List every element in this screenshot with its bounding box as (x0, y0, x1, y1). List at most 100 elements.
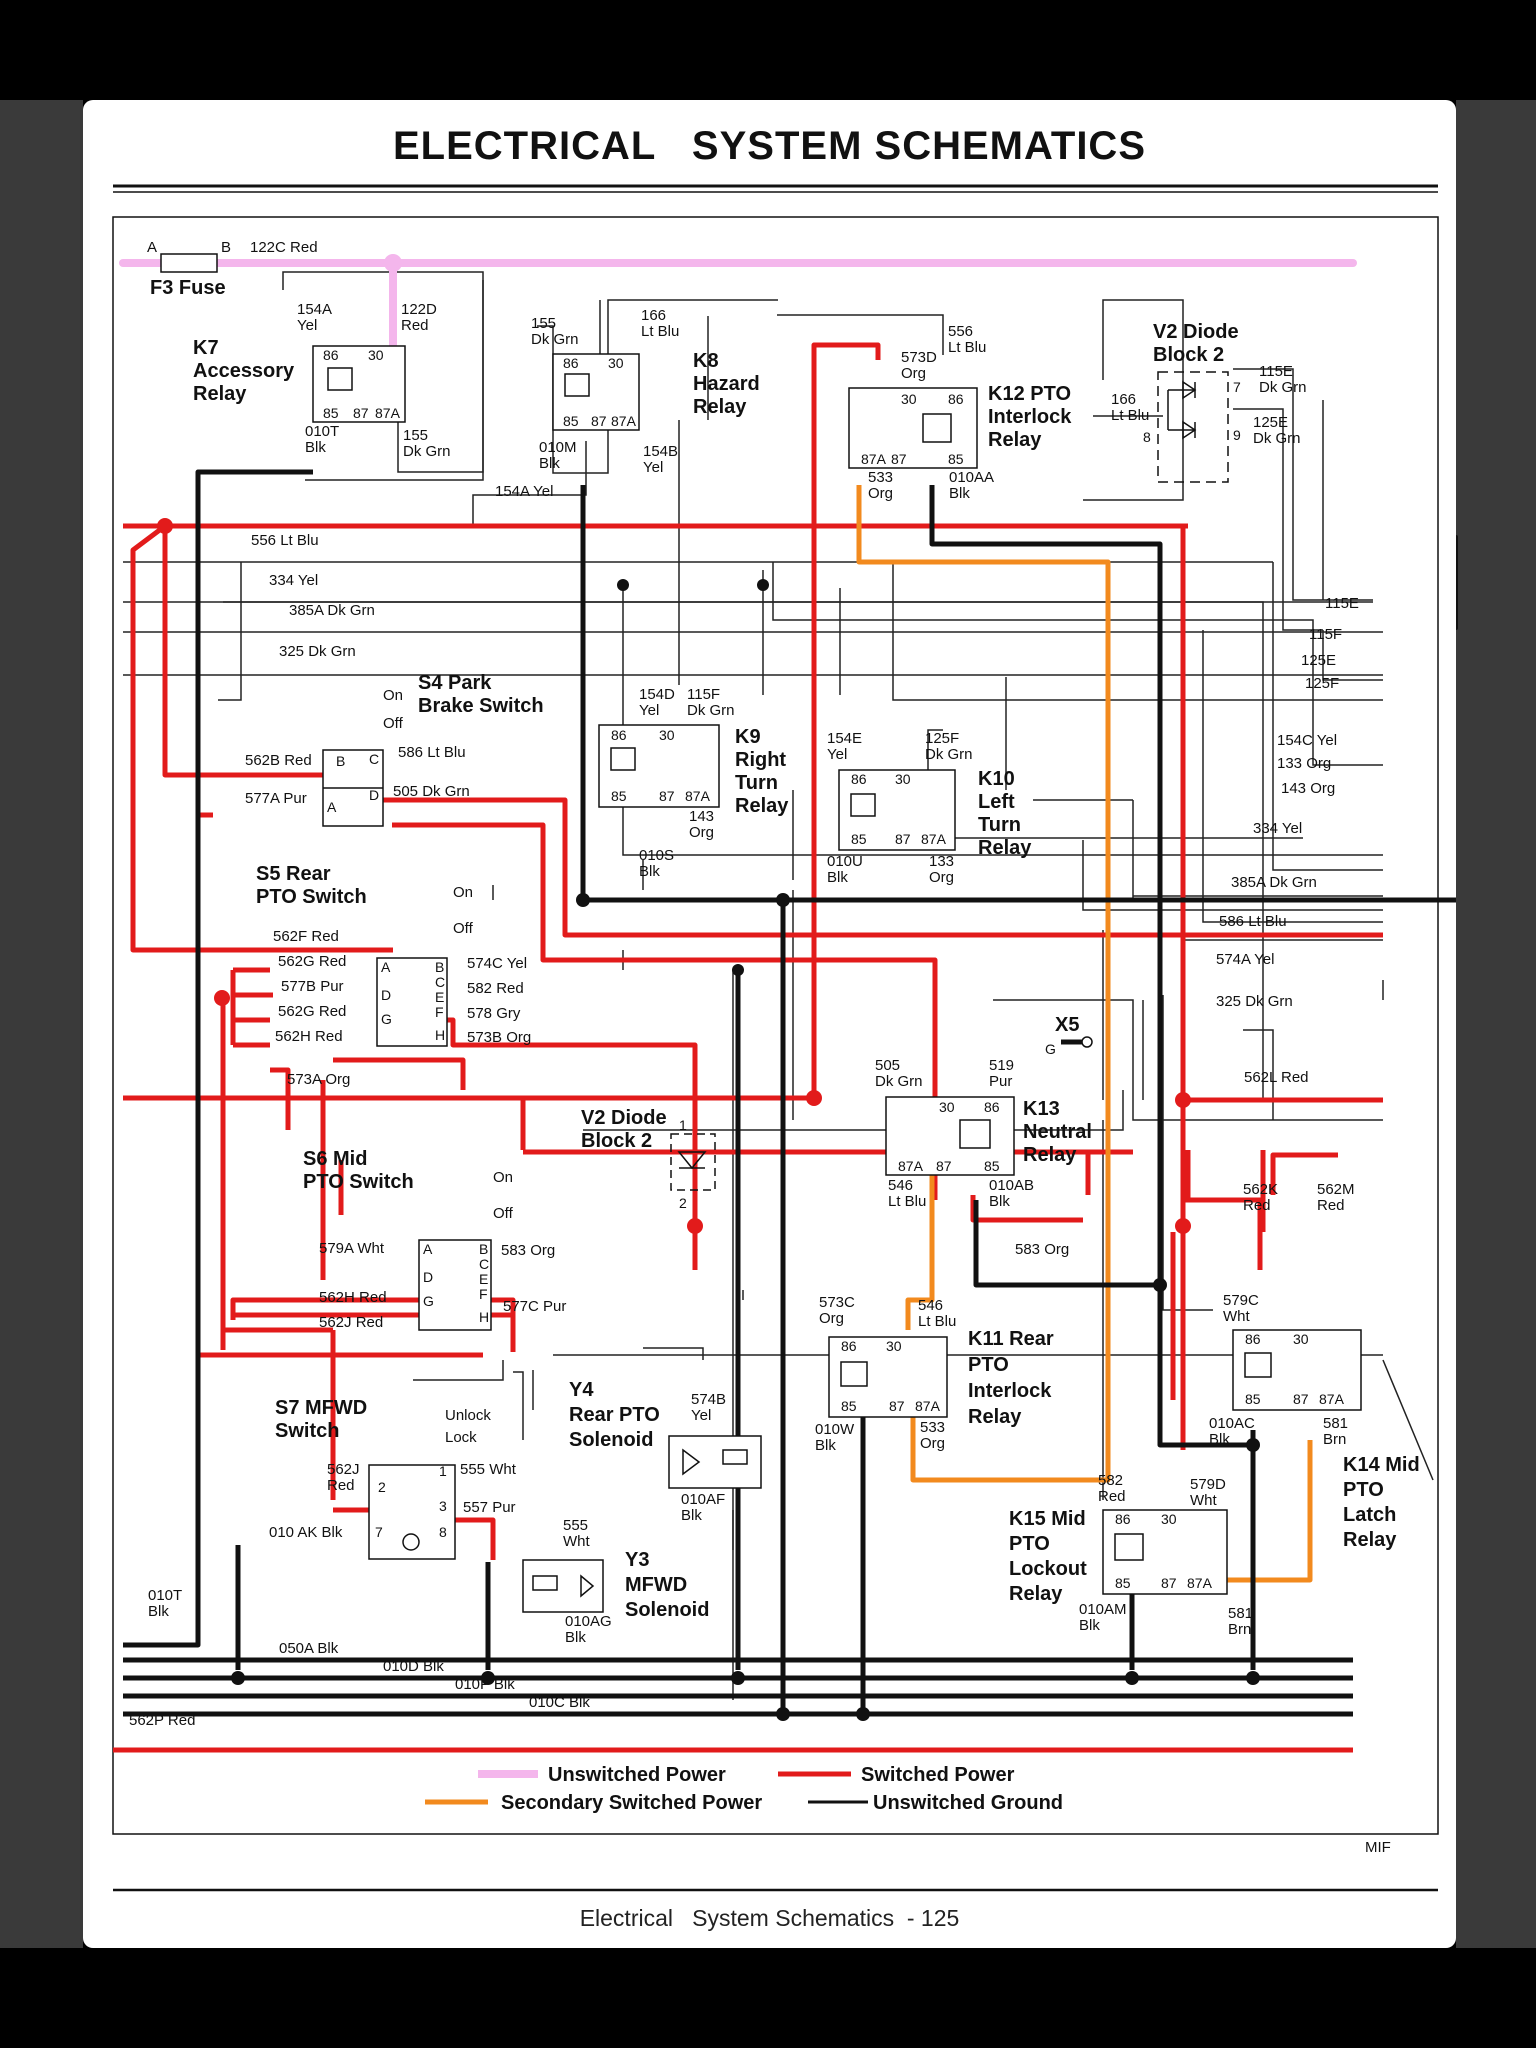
k12-label-2: Interlock (988, 406, 1072, 428)
k14-pin-30: 30 (1293, 1331, 1309, 1347)
wire-label: 562M (1317, 1181, 1355, 1198)
wire-label: 579D (1190, 1476, 1226, 1493)
wire-label: 125F (1305, 675, 1339, 692)
s5-switch (376, 957, 448, 1047)
wire-label: 010U (827, 853, 863, 870)
wire-label: 154E (827, 730, 862, 747)
wire-label: Yel (827, 746, 847, 763)
wire-label: 577C Pur (503, 1298, 566, 1315)
k12-label-3: Relay (988, 429, 1042, 451)
wire-label: Dk Grn (403, 443, 451, 460)
k12-pin-87a: 87A (861, 451, 887, 467)
k12-label-1: K12 PTO (988, 383, 1071, 405)
wire-label: 579A Wht (319, 1240, 385, 1257)
k13-pin-86: 86 (984, 1099, 1000, 1115)
wire-label: 010AB (989, 1177, 1034, 1194)
k14-label-3: Latch (1343, 1504, 1396, 1526)
switched-power-junctions (157, 518, 1191, 1234)
s7-label-2: Switch (275, 1420, 339, 1442)
wire-label: 143 Org (1281, 780, 1335, 797)
wire-label: 573D (901, 349, 937, 366)
k14-label-1: K14 Mid (1343, 1454, 1420, 1476)
wire-label: 010D Blk (383, 1658, 444, 1675)
k15-label-1: K15 Mid (1009, 1508, 1086, 1530)
wire-label: 325 Dk Grn (1216, 993, 1293, 1010)
wire-label: 010C Blk (529, 1694, 590, 1711)
y3-solenoid (522, 1559, 604, 1613)
wire-label: Org (920, 1435, 945, 1452)
y4-label-2: Rear PTO (569, 1404, 660, 1426)
k13-label-1: K13 (1023, 1098, 1060, 1120)
wire-label: Org (819, 1310, 844, 1327)
s6-pin-g: G (423, 1293, 434, 1309)
s6-pin-a: A (423, 1241, 433, 1257)
k13-pin-87: 87 (936, 1158, 952, 1174)
wire-label: 125E (1301, 652, 1336, 669)
wire-label: 125E (1253, 414, 1288, 431)
wire-label: Blk (539, 455, 560, 472)
wire-label: Brn (1228, 1621, 1251, 1638)
wire-label: 573C (819, 1294, 855, 1311)
wire-label: Lt Blu (641, 323, 679, 340)
wire-label: Blk (815, 1437, 836, 1454)
k10-pin-87a: 87A (921, 831, 947, 847)
s7-pin-1: 1 (439, 1463, 447, 1479)
k7-label-1: K7 (193, 337, 219, 359)
wire-label: 573A Org (287, 1071, 350, 1088)
y3-label-1: Y3 (625, 1549, 649, 1571)
k9-pin-86: 86 (611, 727, 627, 743)
wire-label: 581 (1228, 1605, 1253, 1622)
wire-label: 010AF (681, 1491, 725, 1508)
wire-label: 562H Red (319, 1289, 387, 1306)
wire-label: 166 (641, 307, 666, 324)
diagram-frame (112, 216, 1439, 1835)
k9-relay (598, 724, 720, 808)
k14-relay (1232, 1329, 1362, 1411)
wire-label: 574C Yel (467, 955, 527, 972)
v2-pin-8: 8 (1143, 429, 1151, 445)
wire-label: 577B Pur (281, 978, 344, 995)
wire-label: Dk Grn (1259, 379, 1307, 396)
k15-label-2: PTO (1009, 1533, 1050, 1555)
k11-pin-87a: 87A (915, 1398, 941, 1414)
s5-label-2: PTO Switch (256, 886, 367, 908)
wire-label: 133 (929, 853, 954, 870)
s5-on: On (453, 884, 473, 901)
wire-label: 562H Red (275, 1028, 343, 1045)
wire-label: Wht (1223, 1308, 1251, 1325)
k15-label-3: Lockout (1009, 1558, 1087, 1580)
wire-label: Blk (1079, 1617, 1100, 1634)
s6-pin-d: D (423, 1269, 433, 1285)
wire-label: 154D (639, 686, 675, 703)
v2-mid-pin-2: 2 (679, 1195, 687, 1211)
k15-pin-30: 30 (1161, 1511, 1177, 1527)
k7-relay (312, 345, 406, 423)
k8-pin-87: 87 (591, 413, 607, 429)
s4-pin-a: A (327, 799, 337, 815)
wire-label: 581 (1323, 1415, 1348, 1432)
k8-relay (552, 353, 640, 431)
background-right (1456, 100, 1536, 1948)
k11-label-3: Interlock (968, 1380, 1052, 1402)
wire-label: 562G Red (278, 953, 346, 970)
wire-label: 010AM (1079, 1601, 1127, 1618)
wire-label: 010 AK Blk (269, 1524, 343, 1541)
wire-label: Lt Blu (1111, 407, 1149, 424)
wire-label: 010S (639, 847, 674, 864)
wire-label: 574A Yel (1216, 951, 1274, 968)
k15-pin-86: 86 (1115, 1511, 1131, 1527)
k9-pin-85: 85 (611, 788, 627, 804)
wire-label: Dk Grn (875, 1073, 923, 1090)
k12-pin-85: 85 (948, 451, 964, 467)
s4-pin-b: B (336, 753, 345, 769)
wire-label: 562J (327, 1461, 360, 1478)
y3-label-2: MFWD (625, 1574, 687, 1596)
k14-pin-87: 87 (1293, 1391, 1309, 1407)
wire-label: Lt Blu (918, 1313, 956, 1330)
k12-pin-86: 86 (948, 391, 964, 407)
k10-label-4: Relay (978, 837, 1032, 859)
k11-label-1: K11 Rear (968, 1328, 1054, 1350)
wire-label: 385A Dk Grn (1231, 874, 1317, 891)
y3-label-3: Solenoid (625, 1599, 709, 1621)
wire-label: 154A (297, 301, 332, 318)
